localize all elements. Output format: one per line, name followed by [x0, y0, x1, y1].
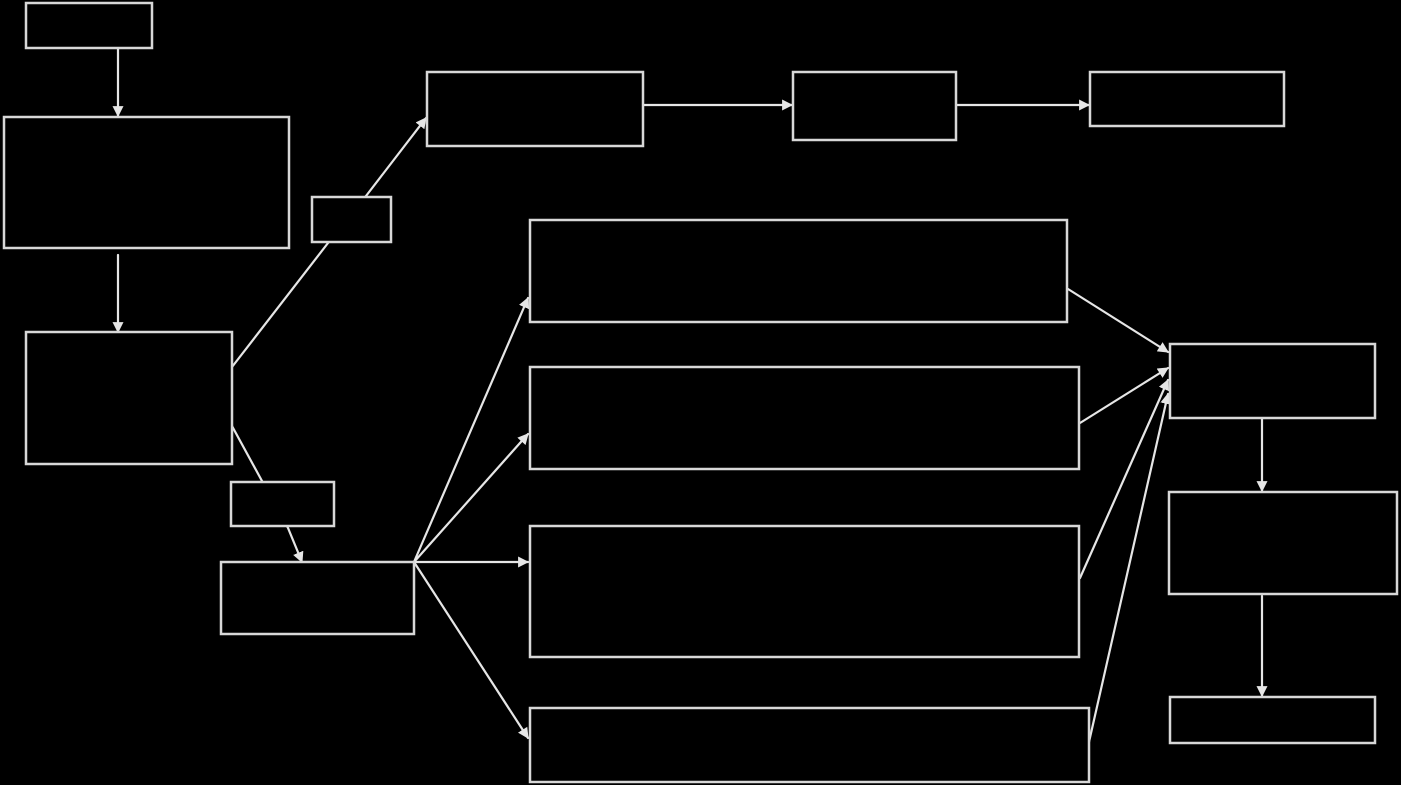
- edge-hub-to-option-2: [412, 432, 530, 564]
- node-option-2: [528, 365, 1081, 471]
- node-start: [24, 1, 154, 50]
- node-process-a: [2, 115, 291, 250]
- node-option-4: [528, 706, 1091, 784]
- node-decision: [24, 330, 234, 466]
- node-final-process: [1167, 490, 1399, 596]
- node-upper-step-2: [791, 70, 958, 142]
- node-option-1: [528, 218, 1069, 324]
- node-hub: [219, 560, 416, 636]
- node-branch-label-lower: [229, 480, 336, 528]
- edge-hub-to-option-1: [412, 296, 530, 564]
- edge-option-4-to-merge: [1087, 392, 1172, 744]
- node-end: [1168, 695, 1377, 745]
- node-upper-step-1: [425, 70, 645, 148]
- edge-option-1-to-merge: [1066, 287, 1170, 354]
- edge-option-3-to-merge: [1078, 378, 1170, 580]
- node-upper-step-3: [1088, 70, 1286, 128]
- node-option-3: [528, 524, 1081, 659]
- node-merge: [1168, 342, 1377, 420]
- node-branch-label-upper: [310, 195, 393, 244]
- edge-hub-to-option-4: [412, 560, 530, 740]
- edge-option-2-to-merge: [1078, 366, 1170, 425]
